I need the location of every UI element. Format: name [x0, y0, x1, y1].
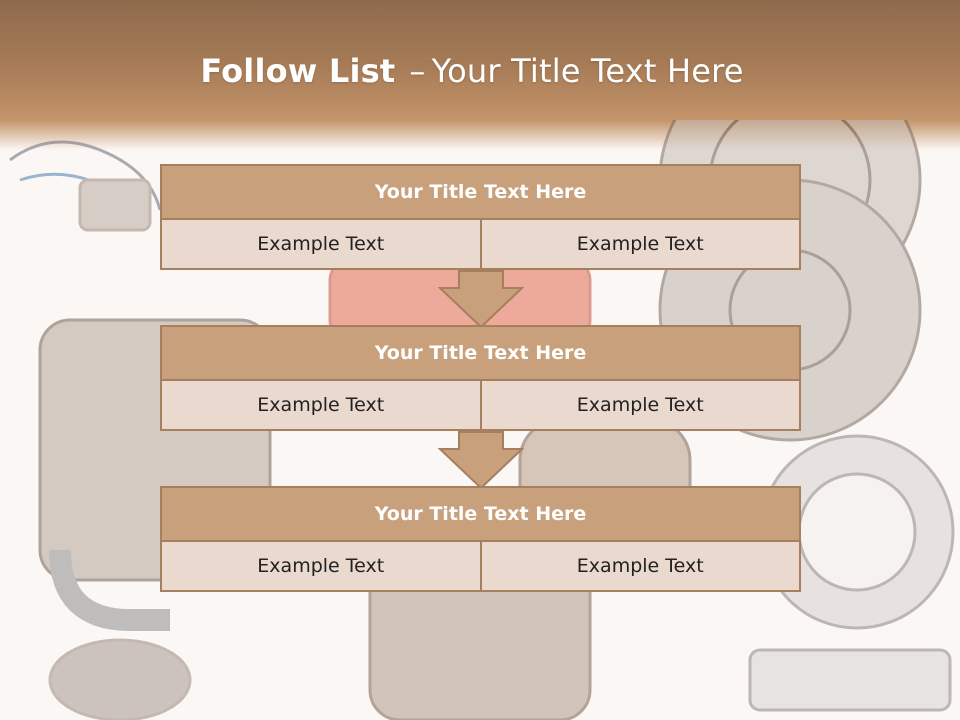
step-right-text: Example Text	[479, 381, 801, 431]
flow-step-1: Your Title Text Here Example Text Exampl…	[160, 164, 801, 270]
step-right-text: Example Text	[479, 220, 801, 270]
step-title: Your Title Text Here	[160, 164, 801, 220]
step-left-text: Example Text	[160, 220, 482, 270]
step-title: Your Title Text Here	[160, 325, 801, 381]
slide-title-rest: Your Title Text Here	[431, 52, 744, 90]
down-arrow-icon	[438, 270, 524, 328]
step-title: Your Title Text Here	[160, 486, 801, 542]
step-right-text: Example Text	[479, 542, 801, 592]
down-arrow-icon	[438, 431, 524, 489]
slide-title: Follow List–Your Title Text Here	[0, 52, 944, 90]
step-left-text: Example Text	[160, 381, 482, 431]
step-left-text: Example Text	[160, 542, 482, 592]
flow-step-2: Your Title Text Here Example Text Exampl…	[160, 325, 801, 431]
slide-title-bold: Follow List	[200, 52, 396, 90]
slide-title-dash: –	[409, 52, 426, 90]
flow-step-3: Your Title Text Here Example Text Exampl…	[160, 486, 801, 592]
